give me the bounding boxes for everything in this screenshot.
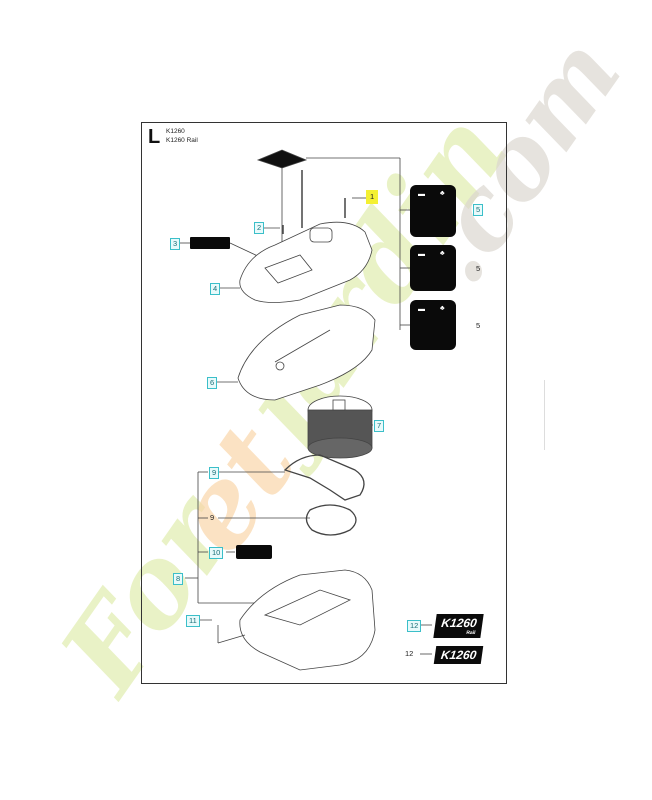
k1260-badge: K1260 bbox=[433, 646, 484, 664]
diagram-frame bbox=[141, 122, 507, 684]
decal-set-1: ▬ ♣ bbox=[410, 185, 456, 237]
rating-label bbox=[236, 545, 272, 559]
callout-12[interactable]: 12 bbox=[405, 649, 414, 658]
top-warning-decal bbox=[256, 149, 308, 169]
callout-2[interactable]: 2 bbox=[254, 222, 265, 234]
callout-11[interactable]: 11 bbox=[186, 615, 200, 627]
callout-1[interactable]: 1 bbox=[366, 190, 379, 204]
decal-set-2: ▬ ♣ bbox=[410, 245, 456, 291]
callout-6[interactable]: 6 bbox=[207, 377, 218, 389]
callout-9[interactable]: 9 bbox=[210, 513, 215, 522]
callout-4[interactable]: 4 bbox=[210, 283, 221, 295]
divider-line bbox=[544, 380, 545, 450]
decal-set-3: ▬ ♣ bbox=[410, 300, 456, 350]
model-name: K1260 Rail bbox=[166, 137, 198, 144]
callout-5[interactable]: 5 bbox=[476, 264, 481, 273]
callout-12[interactable]: 12 bbox=[407, 620, 422, 632]
callout-8[interactable]: 8 bbox=[173, 573, 184, 585]
callout-3[interactable]: 3 bbox=[170, 238, 181, 250]
callout-7[interactable]: 7 bbox=[374, 420, 385, 432]
model-name: K1260 bbox=[166, 128, 185, 135]
callout-10[interactable]: 10 bbox=[209, 547, 224, 559]
callout-5[interactable]: 5 bbox=[476, 321, 481, 330]
callout-9[interactable]: 9 bbox=[209, 467, 220, 479]
callout-5[interactable]: 5 bbox=[473, 204, 484, 216]
section-letter: L bbox=[148, 126, 161, 148]
label-plate bbox=[190, 237, 230, 249]
